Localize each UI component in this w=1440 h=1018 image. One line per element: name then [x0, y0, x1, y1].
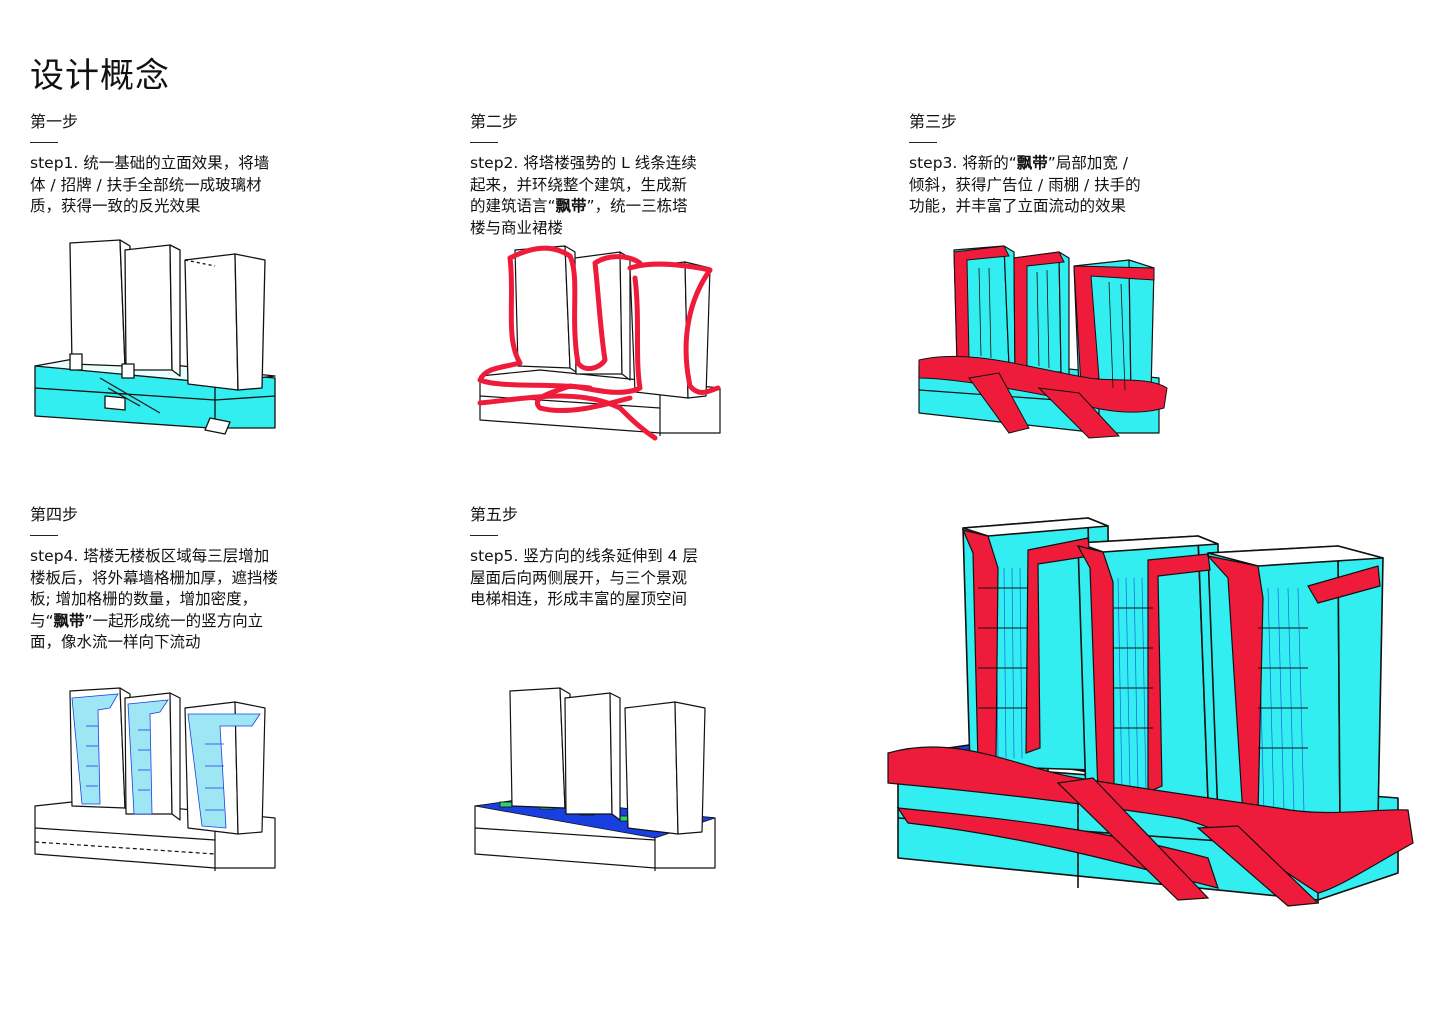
step-5-rule — [470, 535, 498, 536]
step-3-diagram — [918, 245, 1168, 439]
final-render-diagram — [887, 517, 1414, 907]
step-1-diagram — [34, 239, 276, 435]
step-2-text: step2. 将塔楼强势的 L 线条连续起来，并环绕整个建筑，生成新的建筑语言“… — [470, 154, 697, 237]
step-4-rule — [30, 535, 58, 536]
step-2-rule — [470, 142, 498, 143]
step-4-text: step4. 塔楼无楼板区域每三层增加楼板后，将外幕墙格栅加厚，遮挡楼板; 增加… — [30, 547, 279, 651]
step-1-heading: 第一步 — [30, 112, 79, 131]
step-3-rule — [909, 142, 937, 143]
step-5-block: 第五步 step5. 竖方向的线条延伸到 4 层屋面后向两侧展开，与三个景观电梯… — [470, 505, 700, 611]
step-2-diagram — [477, 245, 721, 441]
step-5-diagram — [474, 687, 716, 871]
step-1-rule — [30, 142, 58, 143]
step-3-text: step3. 将新的“飘带”局部加宽 / 倾斜，获得广告位 / 雨棚 / 扶手的… — [909, 154, 1141, 215]
step-1-text: step1. 统一基础的立面效果，将墙体 / 招牌 / 扶手全部统一成玻璃材质，… — [30, 154, 270, 215]
step-1-block: 第一步 step1. 统一基础的立面效果，将墙体 / 招牌 / 扶手全部统一成玻… — [30, 112, 270, 218]
step-4-diagram — [34, 687, 276, 871]
step-4-block: 第四步 step4. 塔楼无楼板区域每三层增加楼板后，将外幕墙格栅加厚，遮挡楼板… — [30, 505, 280, 654]
step-2-block: 第二步 step2. 将塔楼强势的 L 线条连续起来，并环绕整个建筑，生成新的建… — [470, 112, 700, 239]
page-title: 设计概念 — [30, 56, 170, 96]
step-5-text: step5. 竖方向的线条延伸到 4 层屋面后向两侧展开，与三个景观电梯相连，形… — [470, 547, 698, 608]
step-4-heading: 第四步 — [30, 505, 79, 524]
step-5-heading: 第五步 — [470, 505, 519, 524]
step-3-block: 第三步 step3. 将新的“飘带”局部加宽 / 倾斜，获得广告位 / 雨棚 /… — [909, 112, 1144, 218]
step-2-heading: 第二步 — [470, 112, 519, 131]
step-3-heading: 第三步 — [909, 112, 958, 131]
